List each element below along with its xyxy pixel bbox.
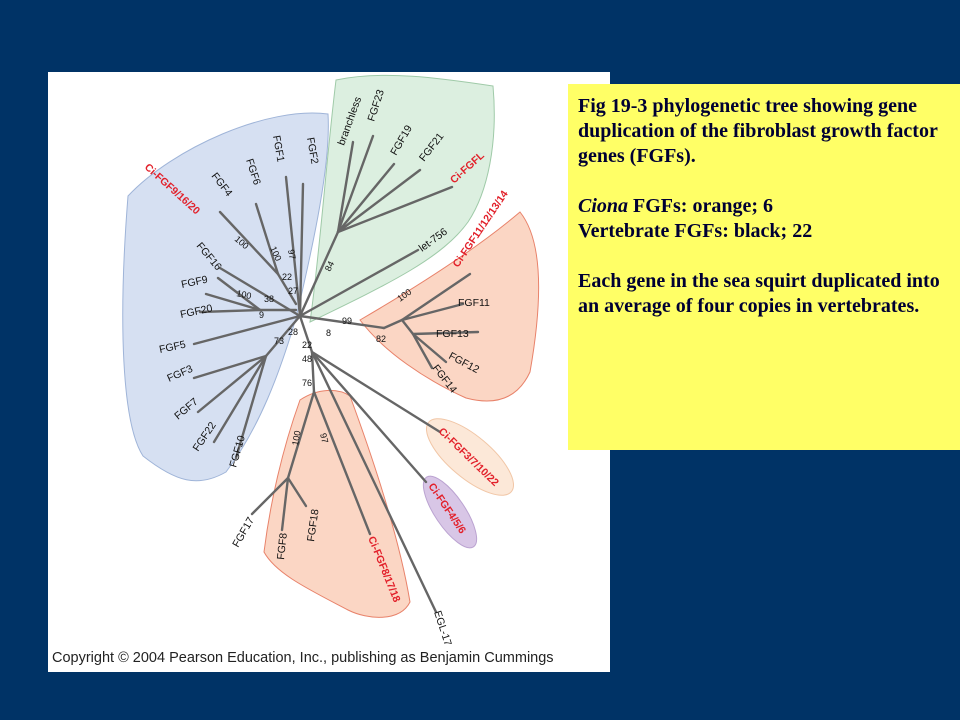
- clade-green: [309, 74, 495, 323]
- bootstrap-73: 73: [274, 336, 284, 346]
- caption-ciona-rest: FGFs: orange; 6: [628, 195, 774, 217]
- bootstrap-27: 27: [288, 286, 298, 296]
- bootstrap-48: 48: [302, 354, 312, 364]
- caption-ciona-line: Ciona FGFs: orange; 6: [578, 194, 952, 219]
- caption-summary: Each gene in the sea squirt duplicated i…: [578, 270, 940, 317]
- caption-title: Fig 19-3 phylogenetic tree showing gene …: [578, 95, 938, 167]
- label-fgf17: FGF17: [230, 515, 257, 549]
- clade-peach: [425, 418, 515, 496]
- bootstrap-9: 9: [259, 310, 264, 320]
- phylogenetic-tree: branchless FGF23 FGF19 FGF21 Ci-FGFL let…: [122, 74, 540, 647]
- bootstrap-100-c: 100: [236, 288, 253, 301]
- bootstrap-76: 76: [302, 378, 312, 388]
- phylogenetic-tree-figure: branchless FGF23 FGF19 FGF21 Ci-FGFL let…: [48, 72, 610, 672]
- label-fgf5: FGF5: [158, 339, 187, 356]
- label-fgf8: FGF8: [275, 532, 290, 560]
- caption-ciona-word: Ciona: [578, 195, 629, 217]
- label-fgf2: FGF2: [304, 136, 321, 165]
- clade-purple: [422, 475, 478, 549]
- label-fgf9: FGF9: [180, 274, 209, 291]
- bootstrap-99: 99: [342, 316, 352, 326]
- bootstrap-82: 82: [376, 334, 386, 344]
- label-fgf13: FGF13: [436, 328, 469, 340]
- clade-blue: [122, 112, 329, 482]
- tree-branches: [192, 134, 480, 614]
- caption-vertebrate-line: Vertebrate FGFs: black; 22: [578, 220, 813, 242]
- label-fgf11: FGF11: [458, 297, 490, 309]
- label-egl-17: EGL-17: [431, 609, 454, 647]
- label-fgf1: FGF1: [270, 134, 287, 163]
- bootstrap-84: 84: [323, 259, 336, 272]
- bootstrap-100-e: 100: [290, 430, 302, 447]
- label-fgf18: FGF18: [305, 508, 321, 542]
- bootstrap-8: 8: [326, 328, 331, 338]
- caption-box: Fig 19-3 phylogenetic tree showing gene …: [568, 84, 960, 450]
- bootstrap-38: 38: [264, 294, 274, 304]
- bootstrap-22-b: 22: [302, 340, 312, 350]
- bootstrap-97-lower: 97: [318, 432, 330, 444]
- bootstrap-22-a: 22: [282, 272, 292, 282]
- bootstrap-97-upper: 97: [286, 249, 298, 261]
- bootstrap-28: 28: [288, 327, 298, 337]
- copyright-notice: Copyright © 2004 Pearson Education, Inc.…: [52, 650, 554, 666]
